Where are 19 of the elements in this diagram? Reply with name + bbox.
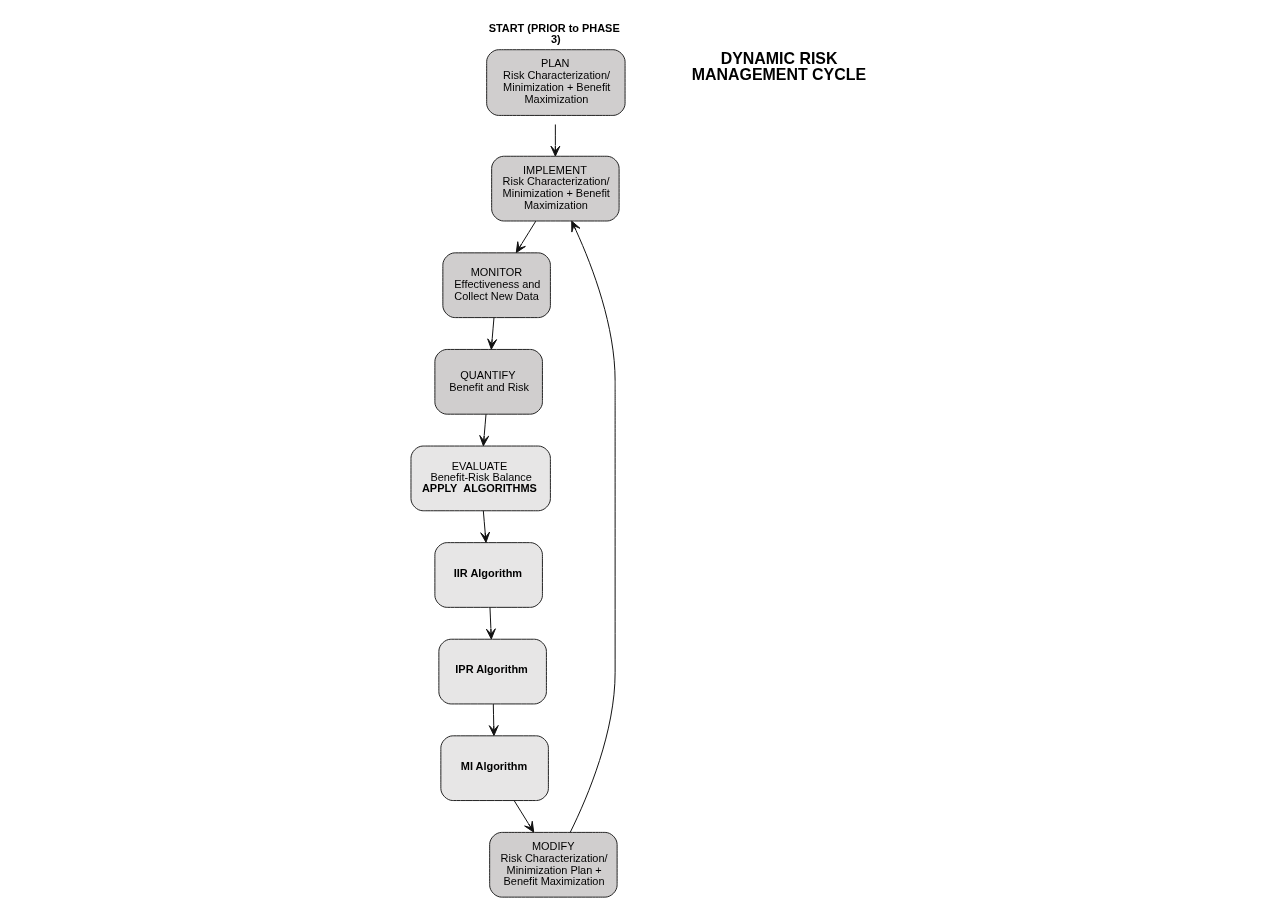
node-box: MI Algorithm: [440, 735, 549, 802]
node-box: IIR Algorithm: [434, 542, 543, 608]
arrow: [480, 510, 491, 543]
node-box: MODIFY Risk Characterization/ Minimization Plan + Benefit Maximization: [489, 831, 618, 898]
arrow: [550, 124, 561, 157]
node-box: EVALUATE Benefit-Risk Balance APPLY ALGORITHMS: [410, 445, 551, 512]
arrow: [513, 800, 535, 833]
arrow: [487, 317, 498, 350]
node-box: MONITOR Effectiveness and Collect New Data: [442, 252, 551, 319]
node-box: IMPLEMENT Risk Characterization/ Minimization + Benefit Maximization: [491, 155, 620, 222]
arrow: [479, 413, 490, 447]
arrow: [485, 607, 496, 640]
arrow: [488, 703, 499, 736]
label: DYNAMIC RISK MANAGEMENT CYCLE: [691, 50, 867, 84]
node-label: START (PRIOR to PHASE 3): [488, 21, 620, 45]
node-box: IPR Algorithm: [438, 638, 547, 705]
node-box: QUANTIFY Benefit and Risk: [434, 348, 543, 415]
arrow: [515, 220, 537, 254]
arrow: [569, 220, 616, 833]
